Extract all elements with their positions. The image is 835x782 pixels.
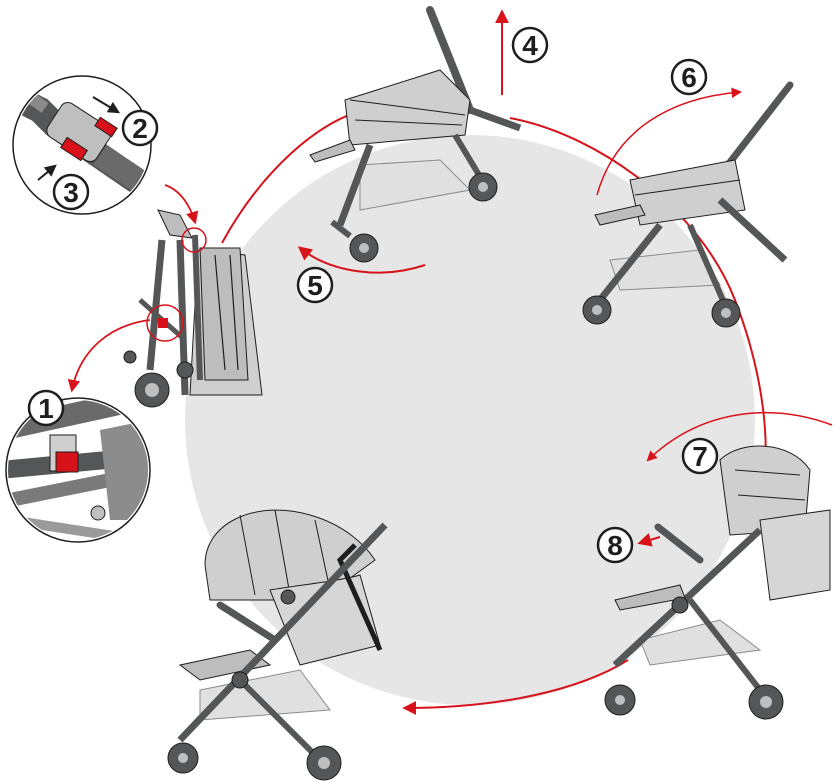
step-badge-8: 8 [598, 528, 632, 562]
step-badge-2: 2 [123, 111, 157, 145]
step-label-5: 5 [307, 270, 323, 301]
step-label-8: 8 [607, 530, 623, 561]
step-label-3: 3 [63, 177, 79, 208]
step-badge-1: 1 [29, 391, 63, 425]
step-label-4: 4 [522, 30, 538, 61]
step-label-2: 2 [132, 113, 148, 144]
step-badge-4: 4 [513, 28, 547, 62]
detail-frame-latch [0, 395, 160, 542]
step-label-1: 1 [38, 393, 54, 424]
step-label-7: 7 [692, 441, 708, 472]
step-badge-6: 6 [672, 60, 706, 94]
stroller-fully-open [168, 510, 385, 780]
stroller-folded [124, 210, 262, 407]
step-badge-5: 5 [298, 268, 332, 302]
step-badge-7: 7 [683, 439, 717, 473]
step-badge-3: 3 [54, 175, 88, 209]
step-label-6: 6 [681, 62, 697, 93]
